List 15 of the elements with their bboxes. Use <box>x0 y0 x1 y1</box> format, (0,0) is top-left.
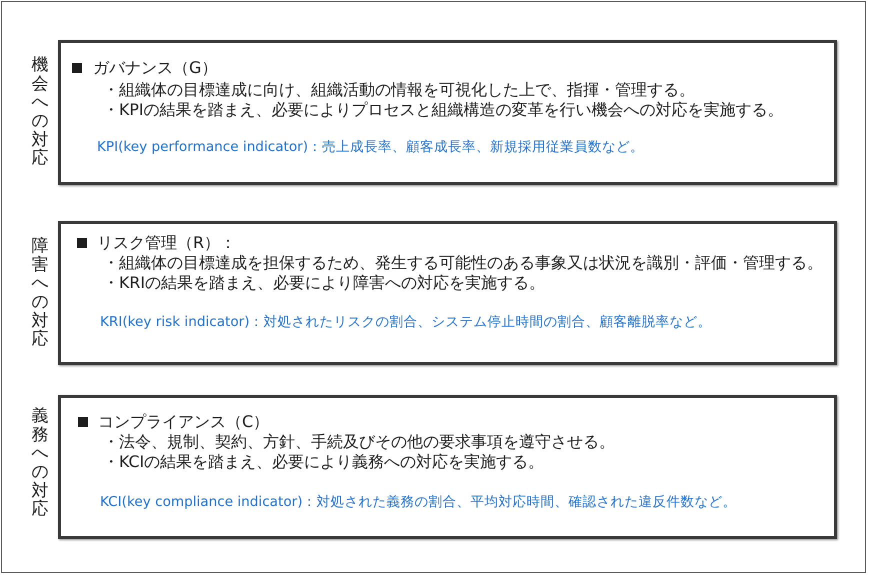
bullet-text: ・法令、規制、契約、方針、手続及びその他の要求事項を遵守させる。 <box>103 432 615 452</box>
section-title: リスク管理（R）： <box>97 233 236 253</box>
vertical-heading: 障害への対応 <box>32 236 48 350</box>
bullet-text: ・KRIの結果を踏まえ、必要により障害への対応を実施する。 <box>103 273 545 293</box>
section-title: ガバナンス（G） <box>93 58 218 78</box>
bullet-text: ・組織体の目標達成に向け、組織活動の情報を可視化した上で、指揮・管理する。 <box>103 80 695 100</box>
section-title: コンプライアンス（C） <box>98 412 270 432</box>
bullet-text: ・組織体の目標達成を担保するため、発生する可能性のある事象又は状況を識別・評価・管理する。 <box>103 253 823 273</box>
indicator-note: KRI(key risk indicator)：対処されたリスクの割合、システム停止時間の割合、顧客離脱率など。 <box>100 313 712 332</box>
vertical-heading: 義務への対応 <box>32 406 48 520</box>
vertical-heading: 機会への対応 <box>32 56 48 168</box>
indicator-note: KCI(key compliance indicator)：対処された義務の割合、平均対応時間、確認された違反件数など。 <box>100 493 737 512</box>
bullet-text: ・KPIの結果を踏まえ、必要によりプロセスと組織構造の変革を行い機会への対応を実施する。 <box>103 100 784 120</box>
bullet-text: ・KCIの結果を踏まえ、必要により義務への対応を実施する。 <box>103 452 544 472</box>
indicator-note: KPI(key performance indicator)：売上成長率、顧客成長率、新規採用従業員数など。 <box>97 138 644 157</box>
